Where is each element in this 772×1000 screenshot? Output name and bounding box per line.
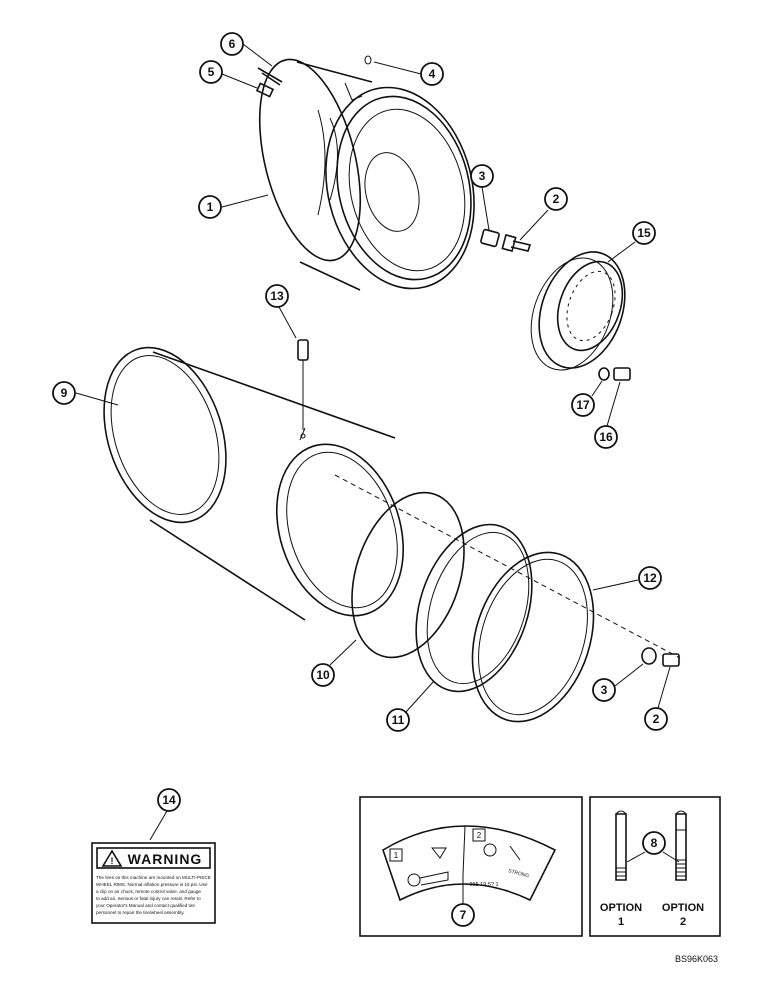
lock-rings — [351, 491, 595, 723]
svg-text:16: 16 — [599, 430, 613, 444]
svg-text:4: 4 — [429, 67, 436, 81]
svg-text:12: 12 — [643, 571, 657, 585]
warning-line: a clip on air chuck, remote control valv… — [96, 889, 201, 894]
bolt-nut-lower — [641, 647, 680, 667]
svg-text:14: 14 — [162, 793, 176, 807]
svg-text:13: 13 — [270, 289, 284, 303]
option-1-label: OPTION — [600, 902, 642, 914]
callout-16 — [594, 425, 618, 449]
svg-text:6: 6 — [229, 37, 236, 51]
callout-8 — [642, 831, 666, 855]
callout-12 — [638, 566, 662, 590]
option-1-number: 1 — [618, 916, 624, 928]
warning-line: to add air. Serious or fatal injury can … — [96, 896, 201, 901]
callout-3b — [592, 678, 616, 702]
options-panel: OPTION 1 OPTION 2 — [589, 796, 721, 937]
warning-line: your Operator's Manual and contact quali… — [96, 903, 195, 908]
svg-text:5: 5 — [208, 65, 215, 79]
svg-text:8: 8 — [651, 836, 658, 850]
valve-parts — [255, 55, 372, 98]
wheel-rim — [258, 58, 475, 291]
callout-5 — [199, 60, 223, 84]
rim-shell — [103, 339, 681, 659]
callout-9 — [52, 381, 76, 405]
callout-13 — [265, 284, 289, 308]
svg-text:2: 2 — [553, 192, 560, 206]
svg-text:17: 17 — [576, 398, 590, 412]
svg-text:STRONG: STRONG — [507, 868, 529, 879]
svg-text:11: 11 — [392, 713, 405, 727]
callout-15 — [632, 221, 656, 245]
svg-text:2: 2 — [653, 712, 660, 726]
svg-text:3: 3 — [601, 683, 608, 697]
callout-4 — [420, 62, 444, 86]
warning-decal: ! WARNING The tires on this machine are … — [91, 842, 216, 924]
wheel-weight — [530, 251, 631, 381]
callout-2 — [544, 187, 568, 211]
svg-text:215 19.5? 1: 215 19.5? 1 — [469, 882, 498, 888]
callout-17 — [571, 393, 595, 417]
warning-heading: WARNING — [128, 851, 203, 867]
option-2-label: OPTION — [662, 902, 704, 914]
callout-2b — [644, 707, 668, 731]
svg-text:!: ! — [111, 856, 114, 866]
svg-text:9: 9 — [61, 386, 68, 400]
callout-3 — [470, 164, 494, 188]
option-2-number: 2 — [680, 916, 686, 928]
callout-11 — [386, 708, 410, 732]
bolt-nut-upper — [480, 228, 532, 253]
svg-text:10: 10 — [316, 668, 330, 682]
svg-text:3: 3 — [479, 169, 486, 183]
callout-6 — [220, 32, 244, 56]
warning-line: personnel to repair the tire/wheel assem… — [96, 910, 185, 915]
decal-panel: 1 2 STRONG 215 19.5? 1 — [359, 796, 583, 937]
svg-text:1: 1 — [394, 851, 399, 860]
figure-code: BS96K063 — [675, 954, 718, 964]
callout-10 — [311, 663, 335, 687]
svg-text:7: 7 — [460, 908, 467, 922]
svg-text:15: 15 — [637, 226, 651, 240]
warning-line: WHEEL RIMS. Normal inflation pressure is… — [96, 882, 208, 887]
callouts: 6 5 4 1 3 2 15 13 9 17 16 12 10 3 11 2 1… — [52, 32, 680, 927]
callout-1 — [198, 195, 222, 219]
warning-line: The tires on this machine are mounted on… — [96, 875, 211, 880]
callout-7 — [451, 903, 475, 927]
svg-text:2: 2 — [477, 831, 482, 840]
callout-14 — [157, 788, 181, 812]
svg-text:1: 1 — [207, 200, 214, 214]
